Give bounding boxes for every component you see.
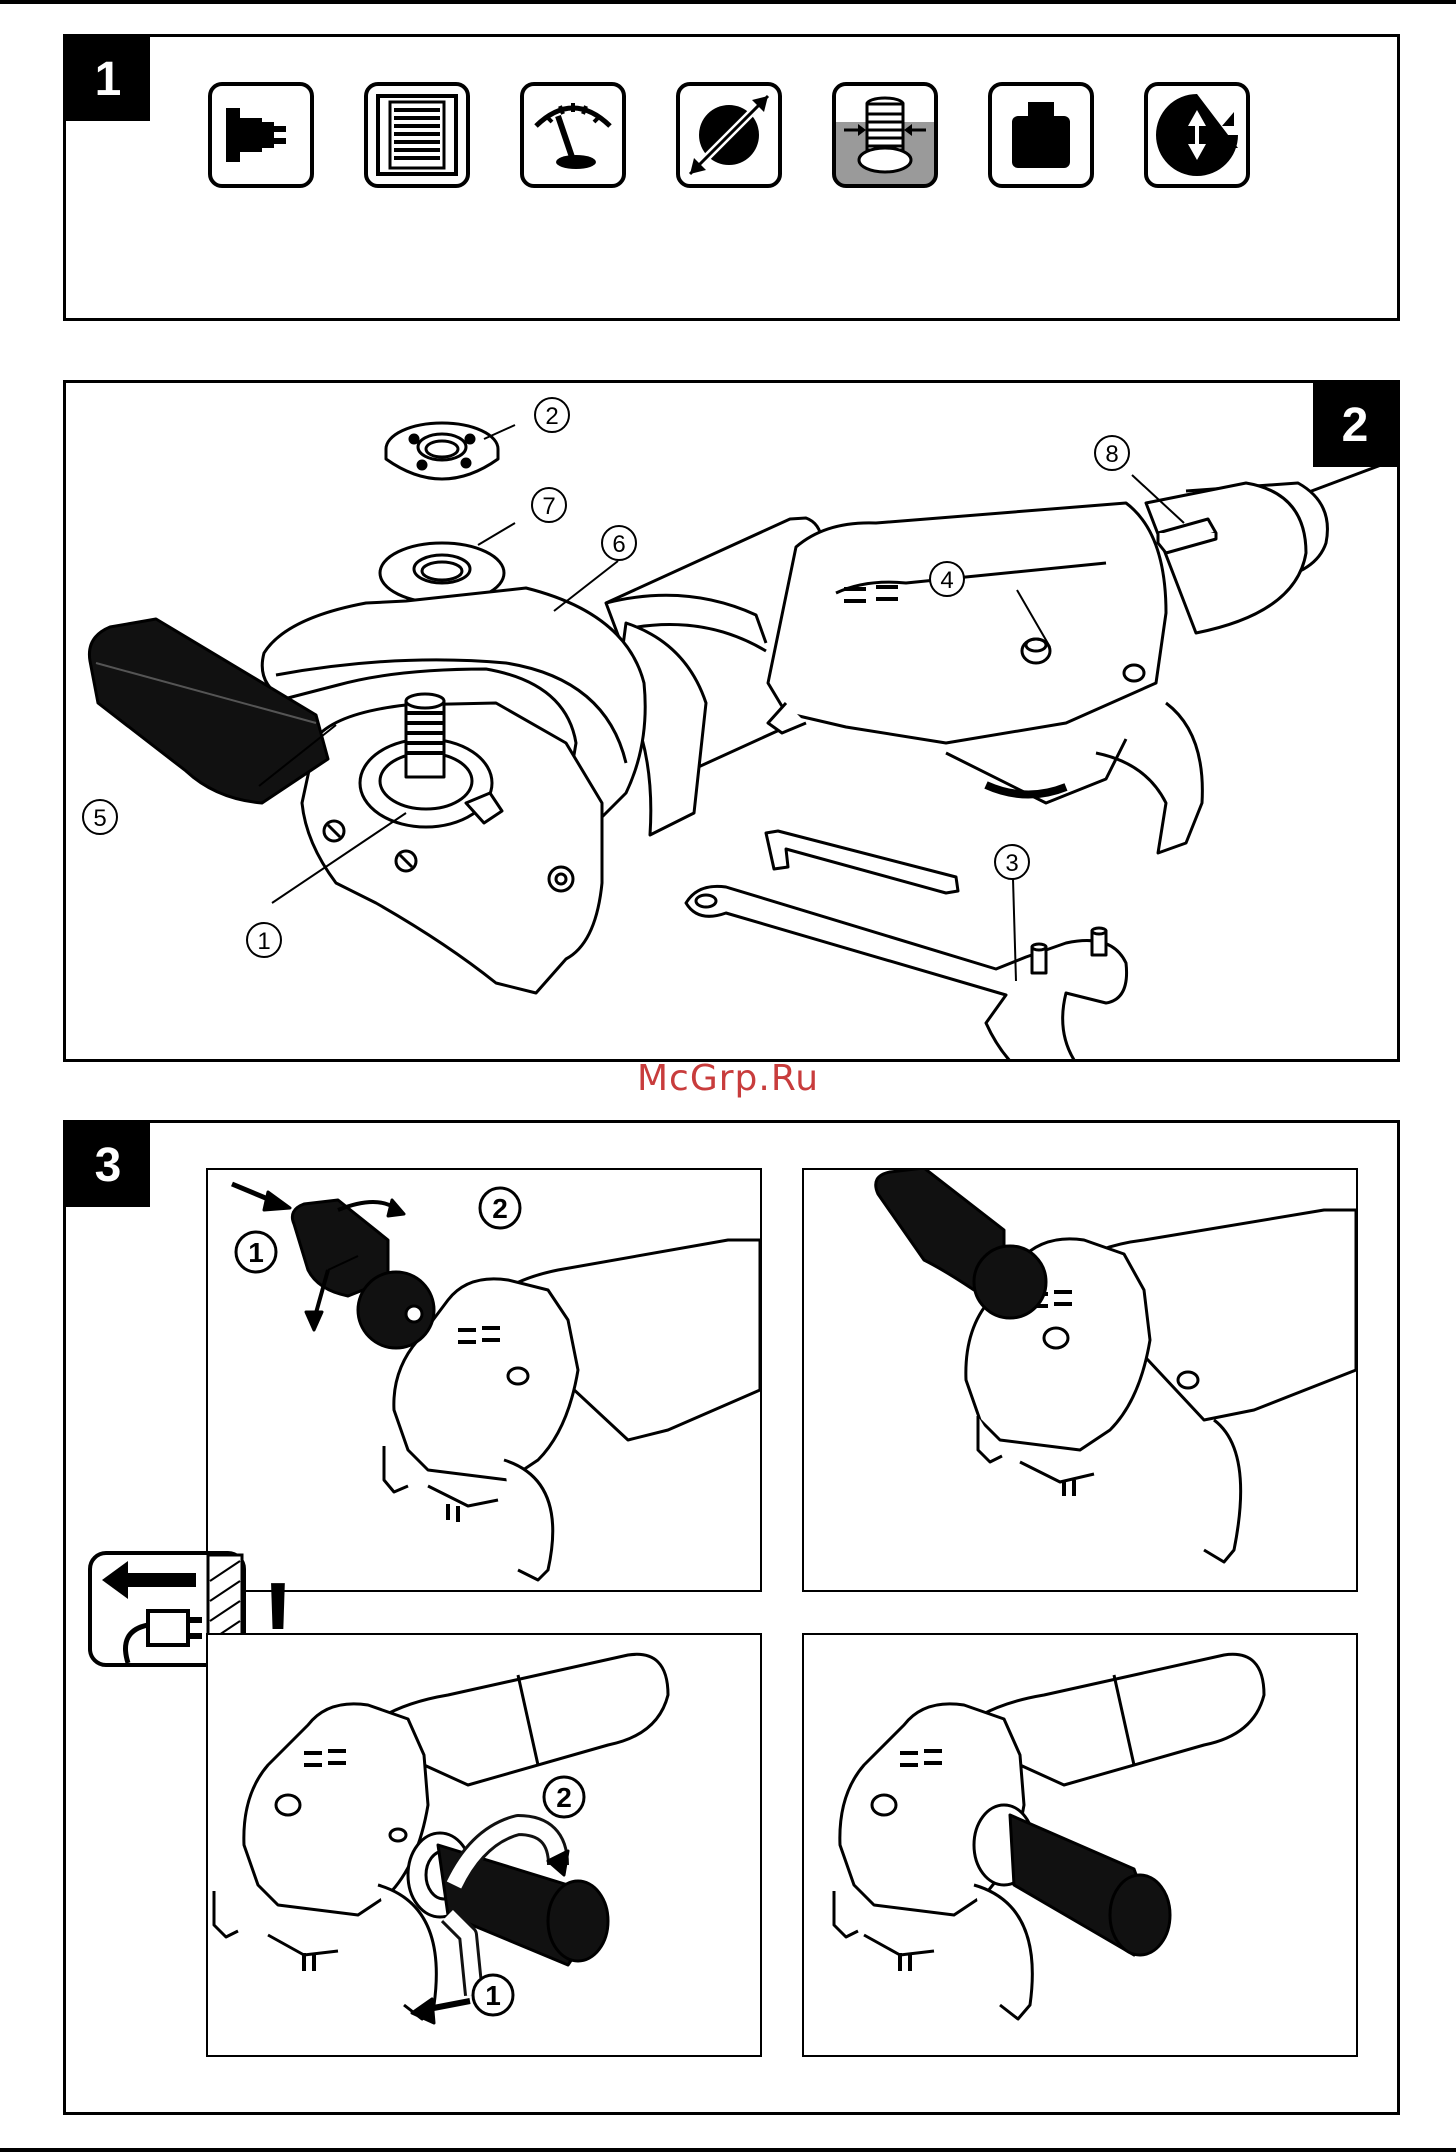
callout-2: 2 bbox=[545, 403, 558, 430]
top-rule bbox=[0, 0, 1456, 4]
plug-icon bbox=[208, 82, 314, 188]
weight-icon bbox=[988, 82, 1094, 188]
callout-7: 7 bbox=[542, 493, 555, 520]
watermark: McGrp.Ru bbox=[0, 1058, 1456, 1099]
step-remove-handle: 1 2 bbox=[206, 1168, 762, 1592]
panel-3: 3 bbox=[63, 1120, 1400, 2115]
flange-nut bbox=[386, 423, 498, 479]
callout-5: 5 bbox=[93, 805, 106, 832]
step-label-2: 2 bbox=[492, 1193, 508, 1224]
document-icon bbox=[364, 82, 470, 188]
step-handle-mounted bbox=[802, 1168, 1358, 1592]
callout-4: 4 bbox=[940, 567, 953, 594]
spindle-thread-icon bbox=[832, 82, 938, 188]
panel-1: 1 bbox=[63, 34, 1400, 321]
grinder-exploded-view: 1 2 3 4 5 6 7 8 bbox=[66, 383, 1397, 1059]
callout-1: 1 bbox=[257, 928, 270, 955]
step-fit-handle: 1 2 bbox=[206, 1633, 762, 2057]
step-label-2: 2 bbox=[556, 1782, 572, 1813]
step-handle-fitted bbox=[802, 1633, 1358, 2057]
callout-8: 8 bbox=[1105, 441, 1118, 468]
step-label-1: 1 bbox=[485, 1980, 501, 2011]
panel-2: 2 bbox=[63, 380, 1400, 1062]
panel-number: 3 bbox=[66, 1123, 150, 1207]
bottom-rule bbox=[0, 2148, 1456, 2152]
gauge-icon bbox=[520, 82, 626, 188]
callout-3: 3 bbox=[1005, 850, 1018, 877]
diameter-icon bbox=[676, 82, 782, 188]
step-label-1: 1 bbox=[248, 1237, 264, 1268]
callout-6: 6 bbox=[612, 531, 625, 558]
panel-number: 1 bbox=[66, 37, 150, 121]
vibration-icon bbox=[1144, 82, 1250, 188]
